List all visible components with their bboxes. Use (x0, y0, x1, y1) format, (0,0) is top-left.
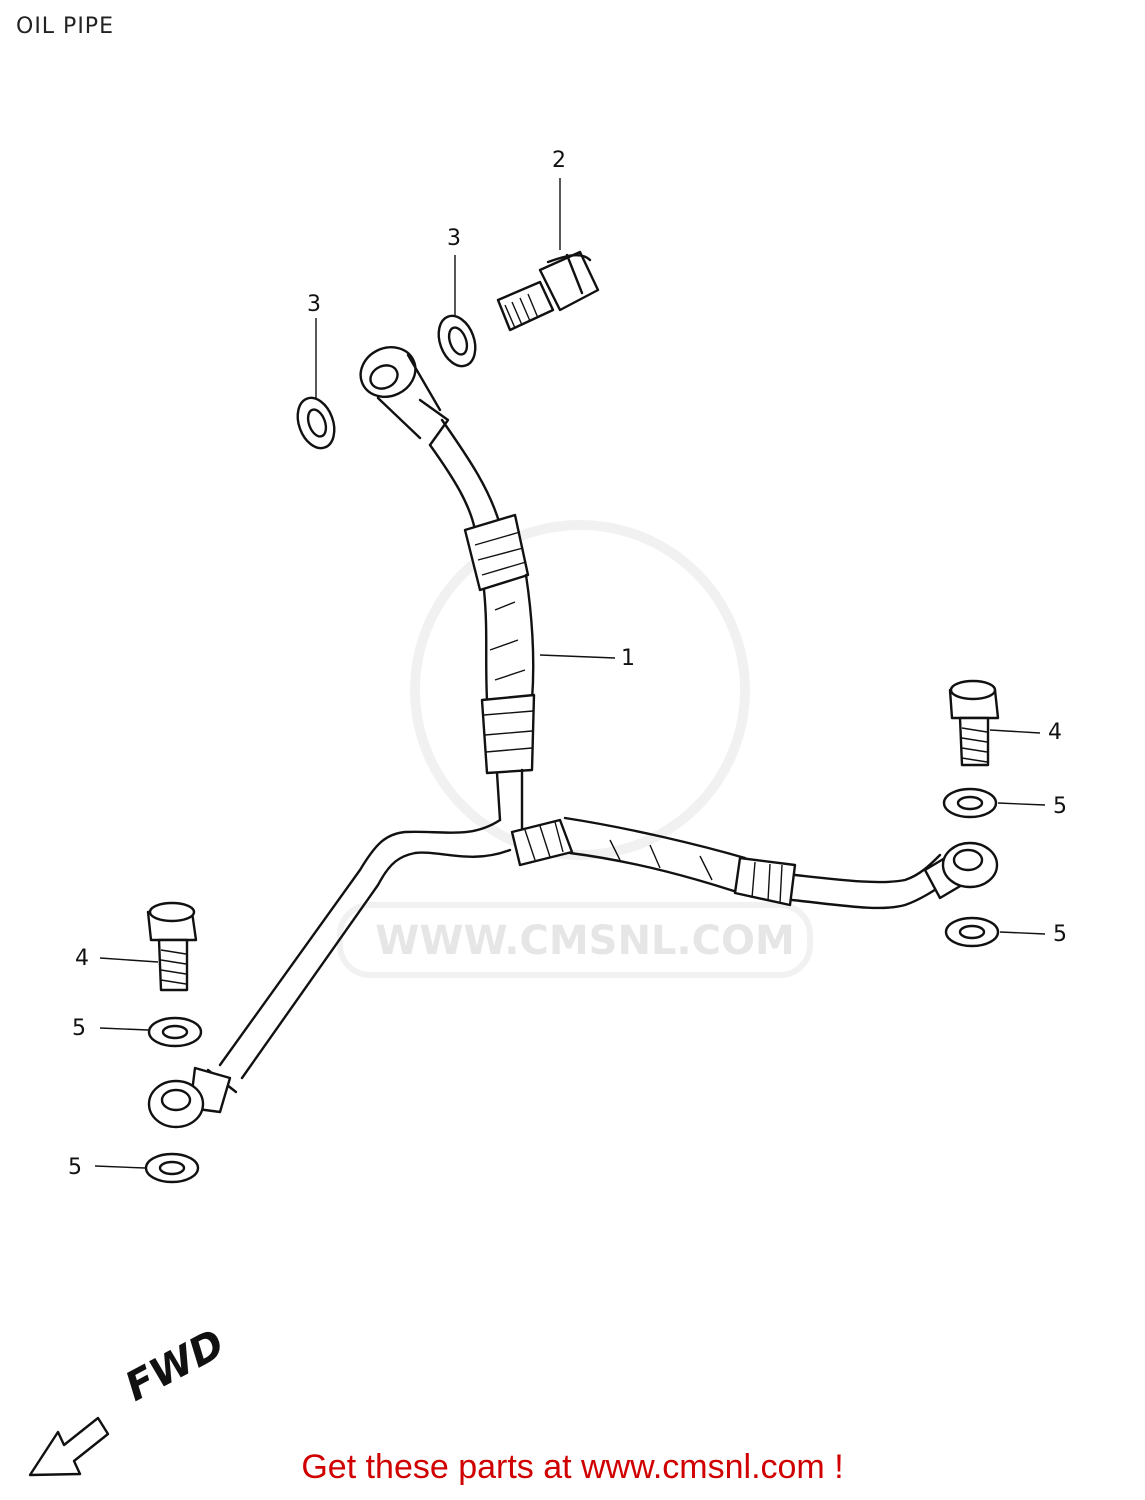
washer-part-3a (437, 314, 477, 368)
callout-5-left-2: 5 (68, 1155, 82, 1180)
footer-link[interactable]: Get these parts at www.cmsnl.com ! (301, 1448, 844, 1486)
oil-pipe-part (147, 346, 999, 1129)
watermark-text: WWW.CMSNL.COM (375, 918, 795, 964)
callout-4-right: 4 (1048, 720, 1062, 745)
callout-4-left: 4 (75, 946, 89, 971)
bolt-part-4-right (948, 679, 1000, 767)
washer-part-5-l2 (144, 1152, 200, 1184)
union-bolt-part (496, 250, 600, 332)
callout-1: 1 (621, 646, 635, 671)
page-title: OIL PIPE (16, 14, 114, 39)
leader-lines (94, 178, 1046, 1169)
callout-5-right-2: 5 (1053, 922, 1067, 947)
callout-3b: 3 (307, 292, 321, 317)
callout-3a: 3 (447, 226, 461, 251)
callout-5-right-1: 5 (1053, 794, 1067, 819)
washer-part-3b (296, 396, 336, 450)
callout-2: 2 (552, 148, 566, 173)
watermark-logo (337, 520, 813, 978)
washer-part-5-l1 (147, 1016, 203, 1048)
washer-part-5-r2 (944, 916, 1000, 948)
bolt-part-4-left (146, 901, 198, 992)
washer-part-5-r1 (942, 787, 998, 819)
fwd-arrow-icon (28, 1416, 110, 1477)
callout-5-left-1: 5 (72, 1016, 86, 1041)
